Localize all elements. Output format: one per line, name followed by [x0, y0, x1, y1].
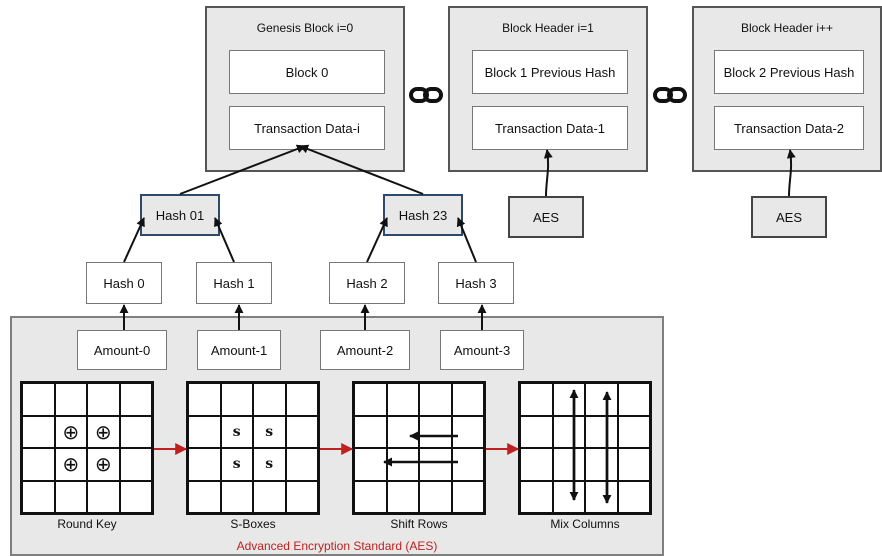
hash-3-box: Hash 3 — [438, 262, 514, 304]
mix-columns-label: Mix Columns — [550, 517, 620, 531]
block-1-transaction-data: Transaction Data-1 — [472, 106, 628, 150]
shift-rows-grid — [352, 381, 486, 515]
xor-icon: ⊕ — [87, 415, 120, 448]
round-key-grid: ⊕ ⊕ ⊕ ⊕ — [20, 381, 154, 515]
s-box-symbol: s — [220, 448, 253, 481]
chain-link-icon — [409, 87, 443, 103]
genesis-block: Genesis Block i=0 Block 0 Transaction Da… — [205, 6, 405, 172]
aes-box-block-1: AES — [508, 196, 584, 238]
amount-1-box: Amount-1 — [197, 330, 281, 370]
genesis-transaction-data: Transaction Data-i — [229, 106, 385, 150]
hash-23-box: Hash 23 — [383, 194, 463, 236]
arrow-hash0-to-hash01 — [123, 217, 145, 263]
block-header-1-title: Block Header i=1 — [502, 21, 594, 35]
genesis-block-label: Block 0 — [229, 50, 385, 94]
genesis-block-title: Genesis Block i=0 — [256, 21, 354, 35]
block-2-previous-hash: Block 2 Previous Hash — [714, 50, 864, 94]
arrow-aes-to-block2 — [786, 149, 796, 197]
amount-3-box: Amount-3 — [440, 330, 524, 370]
shift-rows-label: Shift Rows — [390, 517, 448, 531]
arrow-hash3-to-hash23 — [456, 217, 477, 263]
s-box-symbol: s — [253, 415, 286, 448]
xor-icon: ⊕ — [87, 448, 120, 481]
amount-0-box: Amount-0 — [77, 330, 167, 370]
s-box-symbol: s — [220, 415, 253, 448]
hash-1-box: Hash 1 — [196, 262, 272, 304]
aes-box-block-2: AES — [751, 196, 827, 238]
xor-icon: ⊕ — [54, 415, 87, 448]
block-2-transaction-data: Transaction Data-2 — [714, 106, 864, 150]
hash-2-box: Hash 2 — [329, 262, 405, 304]
block-header-2: Block Header i++ Block 2 Previous Hash T… — [692, 6, 882, 172]
block-header-2-title: Block Header i++ — [740, 21, 834, 35]
arrow-hash1-to-hash01 — [214, 217, 235, 263]
arrow-hash01-to-genesis — [179, 144, 306, 195]
arrow-hash2-to-hash23 — [366, 217, 388, 263]
hash-0-box: Hash 0 — [86, 262, 162, 304]
xor-icon: ⊕ — [54, 448, 87, 481]
arrow-aes-to-block1 — [543, 149, 553, 197]
chain-link-icon — [653, 87, 687, 103]
block-1-previous-hash: Block 1 Previous Hash — [472, 50, 628, 94]
aes-title: Advanced Encryption Standard (AES) — [236, 539, 438, 553]
arrow-hash23-to-genesis — [299, 144, 424, 195]
hash-01-box: Hash 01 — [140, 194, 220, 236]
s-boxes-grid: s s s s — [186, 381, 320, 515]
s-box-symbol: s — [253, 448, 286, 481]
s-boxes-label: S-Boxes — [230, 517, 276, 531]
amount-2-box: Amount-2 — [320, 330, 410, 370]
round-key-label: Round Key — [57, 517, 117, 531]
